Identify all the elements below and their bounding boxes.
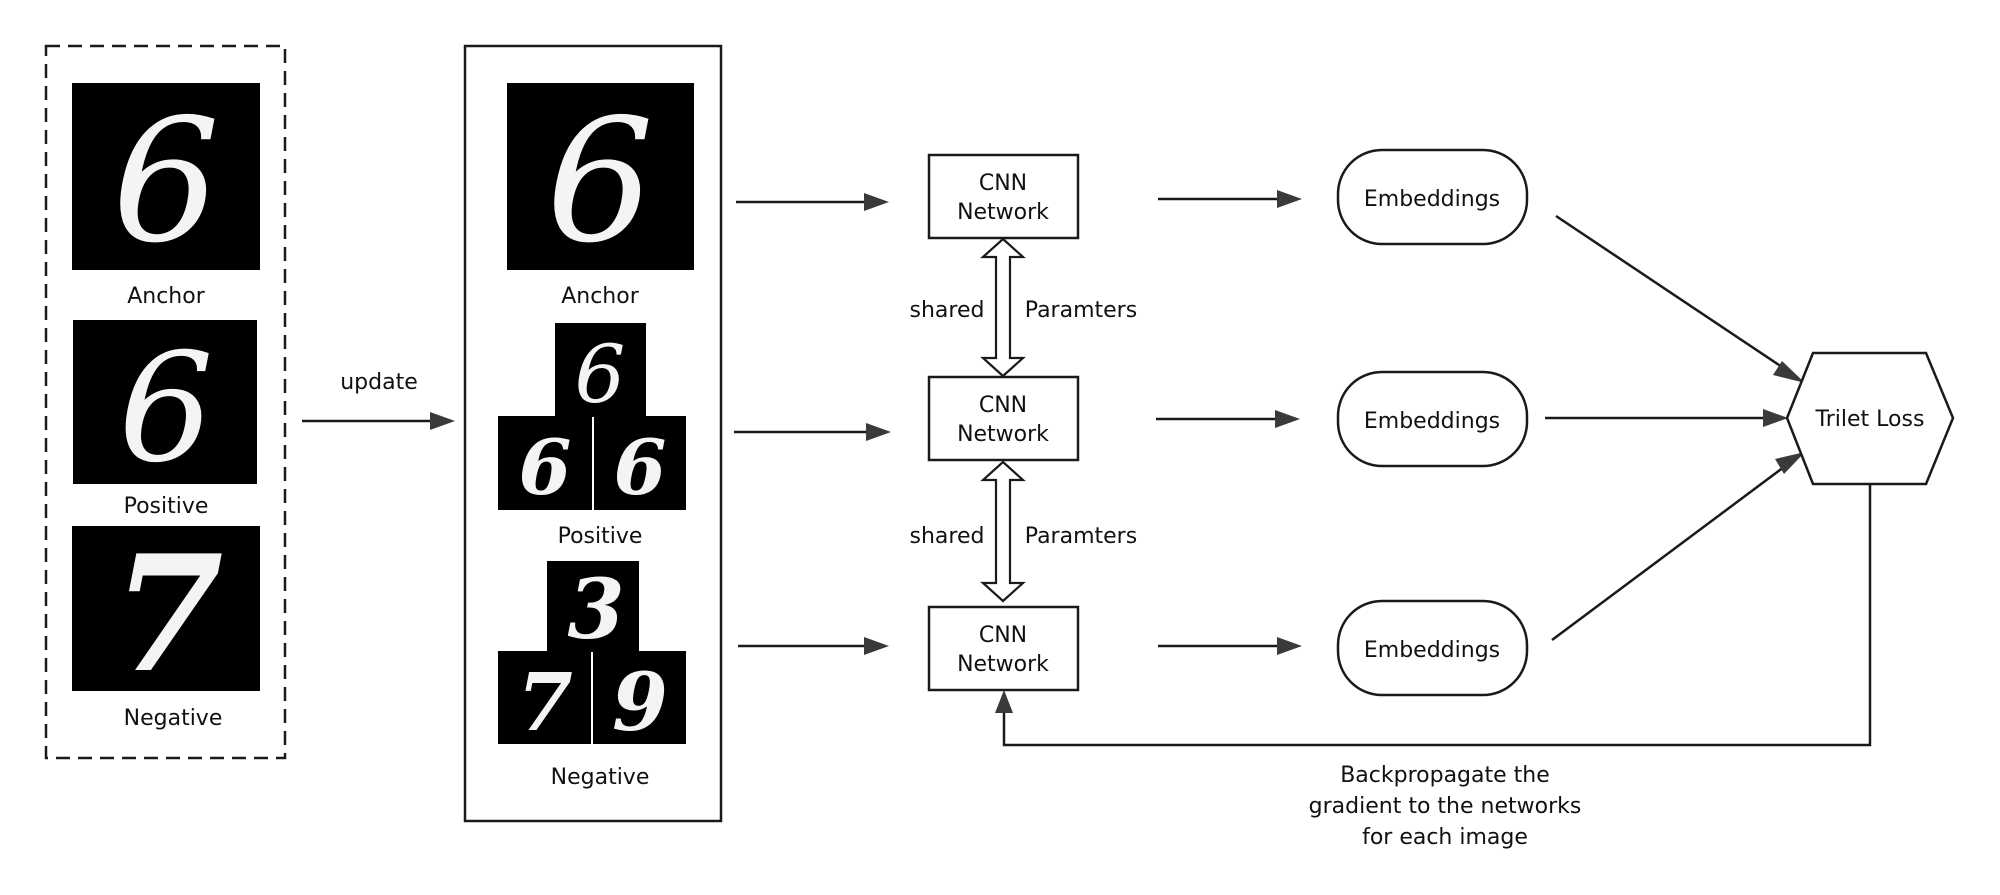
digit: 6 bbox=[614, 423, 667, 512]
anchor-to-cnn-arrow bbox=[736, 193, 889, 211]
embeddings-label: Embeddings bbox=[1364, 638, 1500, 663]
image-tile bbox=[498, 416, 592, 510]
positive-to-cnn-arrow bbox=[734, 423, 891, 441]
backprop-text-line2: gradient to the networks bbox=[1309, 794, 1582, 819]
cnn-label-line1: CNN bbox=[979, 393, 1027, 418]
original-negative-image: 7 bbox=[72, 520, 260, 708]
embeddings2-to-loss-arrow bbox=[1545, 409, 1788, 427]
image-tile bbox=[73, 320, 257, 484]
cnn1-to-embeddings-arrow bbox=[1158, 190, 1302, 208]
image-tile bbox=[507, 83, 694, 270]
embeddings1-to-loss-arrow bbox=[1555, 214, 1805, 383]
shared-parameters-arrow-1 bbox=[980, 237, 1026, 378]
cnn2-to-embeddings-arrow bbox=[1156, 410, 1300, 428]
cnn-network-1: CNN Network bbox=[927, 153, 1080, 240]
original-anchor-image: 6 bbox=[72, 83, 260, 281]
updated-negative-images: 3 7 9 bbox=[498, 561, 686, 749]
cnn-label-line1: CNN bbox=[979, 623, 1027, 648]
updated-negative-label: Negative bbox=[551, 765, 650, 790]
updated-anchor-image: 6 bbox=[507, 83, 694, 281]
cnn-label-line2: Network bbox=[957, 422, 1049, 447]
image-tile bbox=[547, 561, 639, 652]
embeddings-label: Embeddings bbox=[1364, 187, 1500, 212]
backprop-text-line3: for each image bbox=[1362, 825, 1528, 850]
embeddings-2: Embeddings bbox=[1336, 370, 1529, 468]
image-tile bbox=[72, 526, 260, 691]
update-label: update bbox=[340, 370, 418, 395]
cnn-network-3: CNN Network bbox=[927, 605, 1080, 692]
digit: 7 bbox=[517, 655, 573, 749]
embeddings-label: Embeddings bbox=[1364, 409, 1500, 434]
updated-triplet-box bbox=[463, 44, 723, 823]
parameters-label-2: Paramters bbox=[1025, 524, 1137, 549]
shared-label-1: shared bbox=[910, 298, 985, 323]
shared-parameters-arrow-2 bbox=[980, 460, 1026, 603]
backprop-arrow bbox=[995, 484, 1872, 747]
updated-positive-label: Positive bbox=[558, 524, 643, 549]
digit: 6 bbox=[118, 322, 213, 496]
negative-to-cnn-arrow bbox=[738, 637, 889, 655]
triplet-loss-node: Trilet Loss bbox=[1785, 351, 1955, 486]
backprop-text-line1: Backpropagate the bbox=[1340, 763, 1550, 788]
digit: 3 bbox=[567, 562, 624, 658]
image-tile bbox=[72, 83, 260, 270]
embeddings-3: Embeddings bbox=[1336, 599, 1529, 697]
update-arrow bbox=[302, 412, 455, 430]
shared-label-2: shared bbox=[910, 524, 985, 549]
embeddings3-to-loss-arrow bbox=[1551, 452, 1805, 642]
cnn-label-line2: Network bbox=[957, 652, 1049, 677]
cnn3-to-embeddings-arrow bbox=[1158, 637, 1302, 655]
digit: 6 bbox=[519, 423, 572, 512]
digit: 6 bbox=[546, 83, 654, 281]
digit: 9 bbox=[612, 655, 668, 749]
cnn-network-2: CNN Network bbox=[927, 375, 1080, 462]
original-anchor-label: Anchor bbox=[127, 284, 205, 309]
parameters-label-1: Paramters bbox=[1025, 298, 1137, 323]
embeddings-1: Embeddings bbox=[1336, 148, 1529, 246]
original-positive-label: Positive bbox=[124, 494, 209, 519]
original-triplet-box bbox=[44, 44, 287, 760]
image-tile bbox=[594, 416, 686, 510]
image-tile bbox=[593, 651, 686, 744]
digit: 6 bbox=[112, 83, 220, 281]
digit: 6 bbox=[575, 328, 626, 421]
image-tile bbox=[498, 651, 591, 744]
updated-positive-images: 6 6 6 bbox=[498, 323, 686, 512]
cnn-label-line2: Network bbox=[957, 200, 1049, 225]
triplet-loss-label: Trilet Loss bbox=[1815, 407, 1925, 432]
digit: 7 bbox=[112, 520, 223, 708]
original-negative-label: Negative bbox=[124, 706, 223, 731]
updated-anchor-label: Anchor bbox=[561, 284, 639, 309]
cnn-label-line1: CNN bbox=[979, 171, 1027, 196]
image-tile bbox=[555, 323, 646, 417]
original-positive-image: 6 bbox=[73, 320, 257, 496]
